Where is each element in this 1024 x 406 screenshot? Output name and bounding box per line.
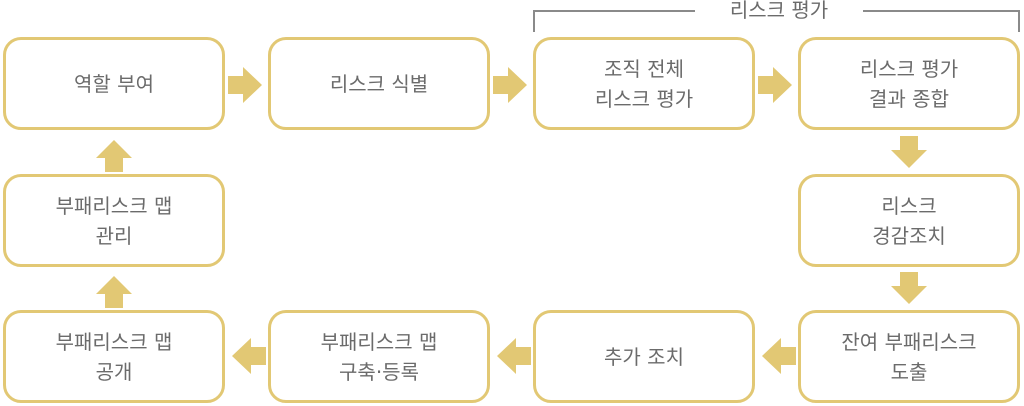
step-org-risk-assessment: 조직 전체 리스크 평가	[533, 37, 755, 130]
bracket-label: 리스크 평가	[695, 0, 863, 24]
arrow-down-icon	[891, 136, 927, 168]
step-label: 경감조치	[872, 223, 946, 248]
step-label: 리스크 식별	[329, 71, 429, 96]
step-label: 구축·등록	[339, 359, 419, 384]
step-label: 도출	[890, 359, 928, 384]
arrow-right-icon	[758, 67, 792, 103]
step-risk-map-management: 부패리스크 맵 관리	[3, 174, 225, 267]
step-label: 리스크	[881, 193, 937, 218]
step-label: 결과 종합	[869, 86, 949, 111]
step-risk-mitigation: 리스크 경감조치	[798, 174, 1020, 267]
bracket-left-tick	[533, 10, 535, 32]
step-label: 리스크 평가	[594, 86, 694, 111]
step-role-assignment: 역할 부여	[3, 37, 225, 130]
arrow-up-icon	[96, 276, 132, 308]
step-risk-identification: 리스크 식별	[268, 37, 490, 130]
step-additional-action: 추가 조치	[533, 310, 755, 403]
step-label: 관리	[95, 223, 133, 248]
step-risk-map-build: 부패리스크 맵 구축·등록	[268, 310, 490, 403]
step-assessment-summary: 리스크 평가 결과 종합	[798, 37, 1020, 130]
step-label: 부패리스크 맵	[320, 329, 438, 354]
arrow-right-icon	[493, 67, 527, 103]
arrow-left-icon	[497, 338, 531, 374]
arrow-right-icon	[228, 67, 262, 103]
step-label: 잔여 부패리스크	[841, 329, 977, 354]
step-label: 리스크 평가	[859, 56, 959, 81]
bracket-right-tick	[1018, 10, 1020, 32]
step-label: 조직 전체	[604, 56, 684, 81]
step-label: 공개	[95, 359, 133, 384]
step-label: 추가 조치	[604, 344, 684, 369]
step-label: 역할 부여	[74, 71, 154, 96]
step-residual-risk: 잔여 부패리스크 도출	[798, 310, 1020, 403]
arrow-down-icon	[891, 272, 927, 304]
step-risk-map-publish: 부패리스크 맵 공개	[3, 310, 225, 403]
arrow-left-icon	[762, 338, 796, 374]
step-label: 부패리스크 맵	[55, 193, 173, 218]
arrow-left-icon	[232, 338, 266, 374]
arrow-up-icon	[96, 140, 132, 172]
step-label: 부패리스크 맵	[55, 329, 173, 354]
